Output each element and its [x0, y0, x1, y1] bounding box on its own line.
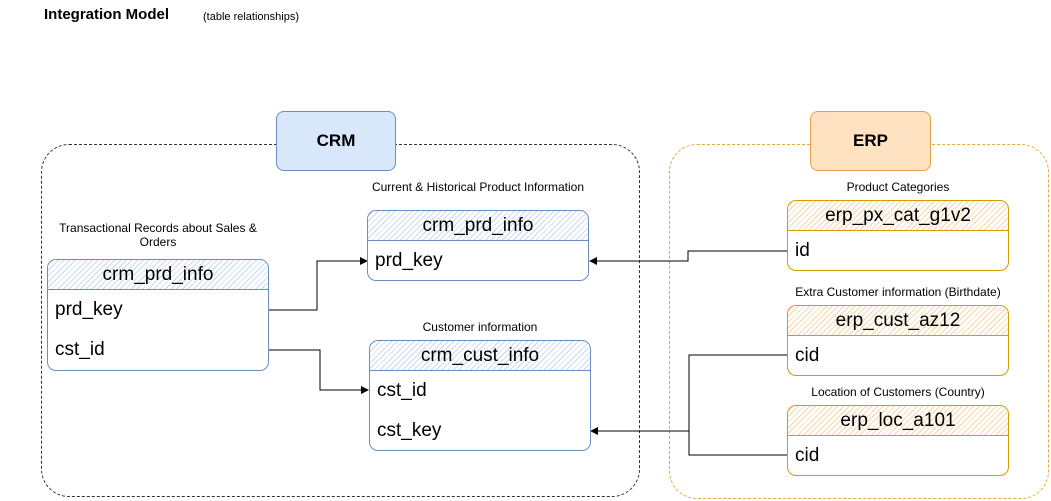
- field-cst-key: cst_key: [377, 420, 442, 441]
- customer-table-caption: Customer information: [422, 320, 538, 334]
- px-cat-table-caption: Product Categories: [846, 180, 950, 194]
- field-prd-key: prd_key: [375, 250, 443, 271]
- sales-table-caption: Transactional Records about Sales & Orde…: [59, 221, 257, 249]
- erp-loc-table-name: erp_loc_a101: [788, 406, 1008, 436]
- field-cid: cid: [795, 445, 820, 466]
- connector-cust-cid-to-customer: [590, 354, 787, 435]
- cust-table-caption: Extra Customer information (Birthdate): [795, 285, 1001, 299]
- product-table-caption: Current & Historical Product Information: [371, 180, 585, 194]
- erp-group-label: ERP: [810, 111, 931, 171]
- crm-group-label: CRM: [276, 111, 396, 171]
- crm-product-table-name: crm_prd_info: [368, 211, 588, 241]
- connector-sales-prd-key-to-product: [269, 257, 368, 311]
- field-cst-id: cst_id: [55, 339, 105, 360]
- field-cid: cid: [795, 345, 820, 366]
- connector-px-cat-id-to-product: [589, 250, 787, 265]
- crm-product-table: crm_prd_info prd_key: [367, 210, 589, 281]
- erp-cust-table: erp_cust_az12 cid: [787, 305, 1009, 376]
- loc-table-caption: Location of Customers (Country): [811, 385, 985, 399]
- field-cst-id: cst_id: [377, 380, 427, 401]
- connector-loc-cid-to-customer: [688, 431, 787, 456]
- connector-sales-cst-id-to-customer: [269, 349, 369, 394]
- erp-cust-table-name: erp_cust_az12: [788, 306, 1008, 336]
- erp-px-cat-table: erp_px_cat_g1v2 id: [787, 200, 1009, 271]
- field-prd-key: prd_key: [55, 299, 123, 320]
- field-id: id: [795, 240, 810, 261]
- diagram-title: Integration Model: [44, 6, 169, 23]
- diagram-subtitle: (table relationships): [203, 11, 299, 23]
- erp-px-cat-table-name: erp_px_cat_g1v2: [788, 201, 1008, 231]
- erp-loc-table: erp_loc_a101 cid: [787, 405, 1009, 476]
- crm-sales-table-name: crm_prd_info: [48, 260, 268, 290]
- crm-customer-table: crm_cust_info cst_id cst_key: [369, 340, 591, 451]
- crm-customer-table-name: crm_cust_info: [370, 341, 590, 371]
- crm-sales-table: crm_prd_info prd_key cst_id: [47, 259, 269, 371]
